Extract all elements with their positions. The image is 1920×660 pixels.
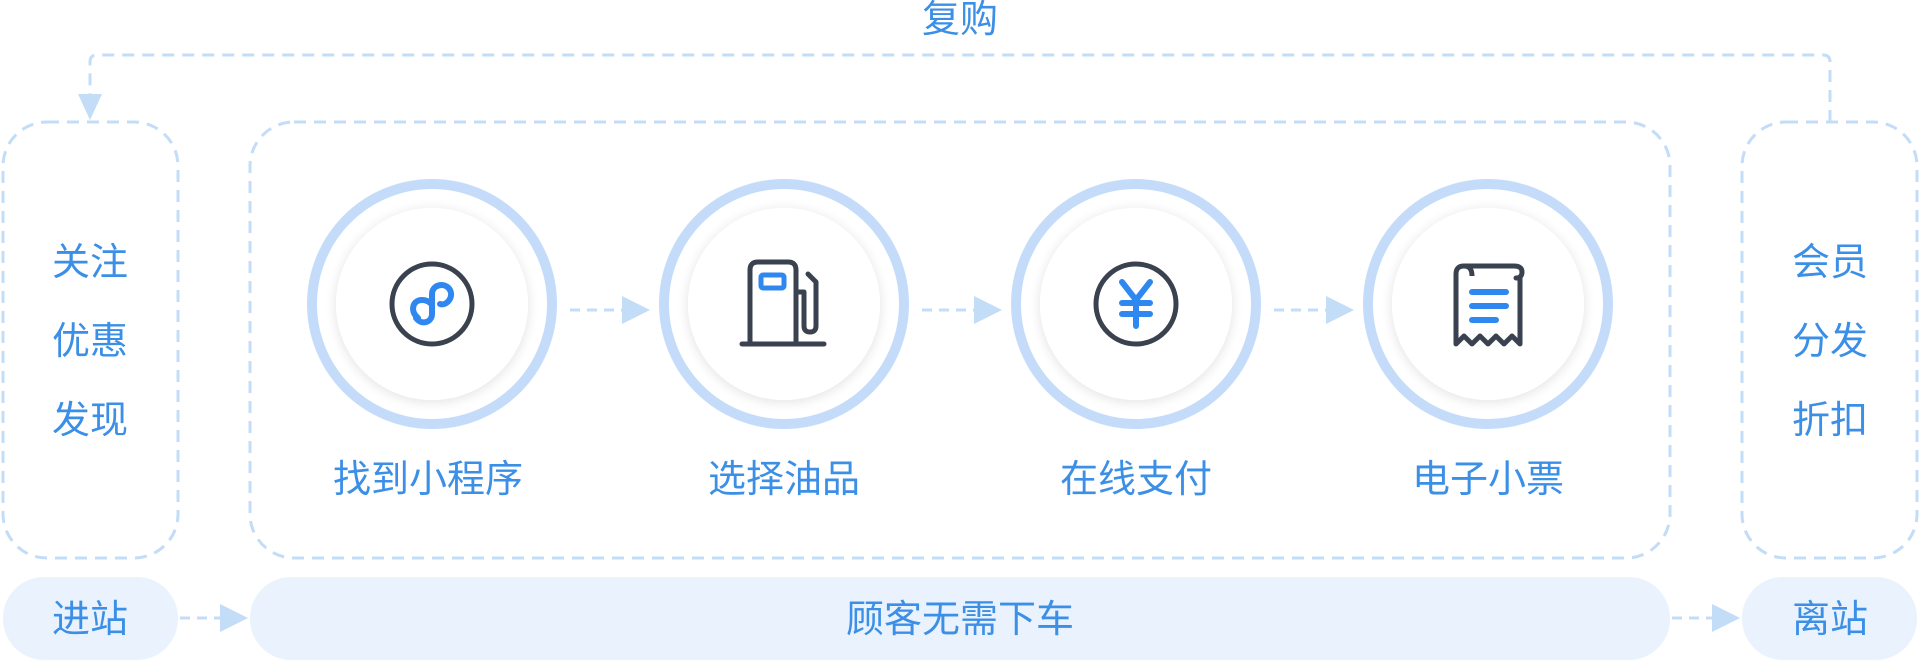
yen-coin-icon — [1093, 261, 1179, 347]
step-select-fuel: 选择油品 — [659, 179, 909, 501]
left-panel-line: 发现 — [52, 398, 128, 442]
left-panel-border — [1, 120, 180, 560]
right-panel: 会员 分发 折扣 — [1740, 120, 1919, 560]
step-connectors — [570, 296, 1354, 324]
no-exit-needed-pill — [250, 577, 1670, 660]
right-panel-line: 折扣 — [1792, 398, 1868, 442]
step-online-payment: 在线支付 — [1011, 179, 1261, 501]
step-label: 在线支付 — [1060, 457, 1212, 501]
connector-arrowhead — [1326, 296, 1354, 324]
repurchase-label: 复购 — [922, 0, 998, 41]
step-find-mini-program: 找到小程序 — [307, 179, 557, 501]
left-panel: 关注 优惠 发现 — [1, 120, 180, 560]
step-ring — [307, 179, 557, 429]
fuel-pump-icon — [739, 259, 827, 347]
receipt-icon — [1453, 263, 1525, 347]
connector-arrowhead — [1712, 604, 1740, 632]
right-panel-border — [1740, 120, 1919, 560]
mini-program-icon — [389, 261, 475, 347]
step-ring — [1011, 179, 1261, 429]
enter-station-label: 进站 — [52, 597, 128, 641]
step-ring — [659, 179, 909, 429]
left-panel-line: 关注 — [52, 240, 128, 284]
bottom-bar: 进站 顾客无需下车 离站 — [3, 577, 1917, 660]
right-panel-line: 会员 — [1792, 240, 1868, 284]
right-panel-line: 分发 — [1792, 319, 1868, 363]
step-label: 找到小程序 — [333, 457, 523, 501]
step-disc — [688, 208, 880, 400]
step-ring — [1363, 179, 1613, 429]
connector-arrowhead — [220, 604, 248, 632]
no-exit-needed-label: 顾客无需下车 — [846, 597, 1074, 641]
step-label: 选择油品 — [708, 457, 860, 501]
left-panel-line: 优惠 — [52, 319, 128, 363]
connector-arrowhead — [974, 296, 1002, 324]
connector-arrowhead — [622, 296, 650, 324]
step-label: 电子小票 — [1412, 457, 1564, 501]
step-e-receipt: 电子小票 — [1363, 179, 1613, 501]
loop-arrowhead — [78, 94, 102, 120]
center-panel — [248, 120, 1672, 560]
repurchase-loop: 复购 — [78, 0, 1832, 122]
enter-station-pill — [3, 577, 178, 660]
leave-station-pill — [1742, 577, 1917, 660]
center-panel-border — [248, 120, 1672, 560]
leave-station-label: 离站 — [1792, 597, 1868, 641]
